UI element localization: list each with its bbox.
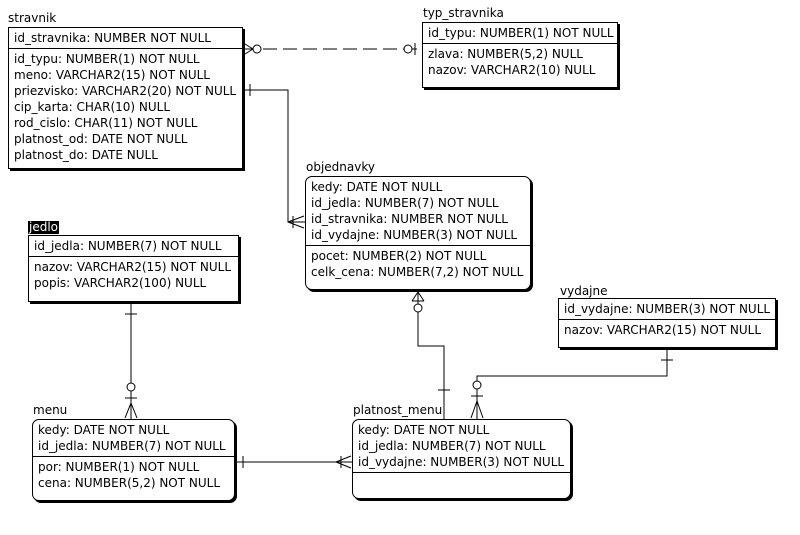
- attribute: id_jedla: NUMBER(7) NOT NULL: [38, 439, 226, 453]
- attribute: cena: NUMBER(5,2) NOT NULL: [38, 476, 221, 490]
- rel-stravnik-objednavky: [243, 84, 305, 229]
- entity-platnost-menu[interactable]: kedy: DATE NOT NULL id_jedla: NUMBER(7) …: [352, 419, 571, 499]
- attribute: rod_cislo: CHAR(11) NOT NULL: [14, 116, 198, 130]
- entity-stravnik[interactable]: id_stravnika: NUMBER NOT NULL id_typu: N…: [8, 27, 243, 169]
- attribute: id_stravnika: NUMBER NOT NULL: [14, 31, 211, 45]
- attribute: id_vydajne: NUMBER(3) NOT NULL: [564, 302, 771, 316]
- attribute: priezvisko: VARCHAR2(20) NOT NULL: [14, 84, 237, 98]
- attribute: nazov: VARCHAR2(15) NOT NULL: [564, 323, 762, 337]
- attribute: platnost_od: DATE NOT NULL: [14, 132, 188, 146]
- attribute: por: NUMBER(1) NOT NULL: [38, 460, 200, 474]
- entity-title-stravnik: stravnik: [8, 11, 57, 25]
- attribute: id_vydajne: NUMBER(3) NOT NULL: [358, 455, 565, 469]
- attribute: kedy: DATE NOT NULL: [38, 423, 170, 437]
- attr-section: zlava: NUMBER(5,2) NULL nazov: VARCHAR2(…: [423, 44, 617, 80]
- attribute: platnost_do: DATE NULL: [14, 148, 158, 162]
- attribute: popis: VARCHAR2(100) NULL: [34, 276, 207, 290]
- attribute: nazov: VARCHAR2(10) NULL: [428, 63, 596, 77]
- entity-title-vydajne: vydajne: [560, 284, 608, 298]
- attribute: id_jedla: NUMBER(7) NOT NULL: [34, 239, 222, 253]
- rel-typ-stravnika-stravnik: [243, 43, 422, 55]
- attribute: nazov: VARCHAR2(15) NOT NULL: [34, 260, 232, 274]
- attribute: cip_karta: CHAR(10) NULL: [14, 100, 171, 114]
- attribute: id_jedla: NUMBER(7) NOT NULL: [311, 196, 499, 210]
- rel-jedlo-menu: [124, 302, 138, 419]
- attribute: id_vydajne: NUMBER(3) NOT NULL: [311, 228, 518, 242]
- rel-objednavky-platnost-menu: [411, 290, 450, 419]
- entity-vydajne[interactable]: id_vydajne: NUMBER(3) NOT NULL nazov: VA…: [558, 298, 776, 348]
- entity-title-objednavky: objednavky: [306, 160, 375, 174]
- attr-section: nazov: VARCHAR2(15) NOT NULL: [559, 320, 775, 340]
- pk-section: id_typu: NUMBER(1) NOT NULL: [423, 23, 617, 44]
- attribute: zlava: NUMBER(5,2) NULL: [428, 47, 583, 61]
- attribute: id_stravnika: NUMBER NOT NULL: [311, 212, 508, 226]
- attr-section: nazov: VARCHAR2(15) NOT NULL popis: VARC…: [29, 257, 238, 293]
- attribute: pocet: NUMBER(2) NOT NULL: [311, 249, 487, 263]
- attribute: id_typu: NUMBER(1) NOT NULL: [428, 26, 614, 40]
- pk-section: kedy: DATE NOT NULL id_jedla: NUMBER(7) …: [33, 420, 234, 457]
- pk-section: id_jedla: NUMBER(7) NOT NULL: [29, 236, 238, 257]
- attribute: id_typu: NUMBER(1) NOT NULL: [14, 52, 200, 66]
- attr-section: por: NUMBER(1) NOT NULL cena: NUMBER(5,2…: [33, 457, 234, 493]
- entity-title-typ-stravnika: typ_stravnika: [423, 6, 504, 20]
- attribute: id_jedla: NUMBER(7) NOT NULL: [358, 439, 546, 453]
- attribute: celk_cena: NUMBER(7,2) NOT NULL: [311, 265, 524, 279]
- entity-objednavky[interactable]: kedy: DATE NOT NULL id_jedla: NUMBER(7) …: [305, 176, 531, 290]
- rel-menu-platnost-menu: [235, 455, 352, 469]
- attribute: kedy: DATE NOT NULL: [311, 180, 443, 194]
- entity-typ-stravnika[interactable]: id_typu: NUMBER(1) NOT NULL zlava: NUMBE…: [422, 22, 618, 88]
- entity-menu[interactable]: kedy: DATE NOT NULL id_jedla: NUMBER(7) …: [32, 419, 235, 501]
- pk-section: id_stravnika: NUMBER NOT NULL: [9, 28, 242, 49]
- attribute: kedy: DATE NOT NULL: [358, 423, 490, 437]
- entity-title-jedlo: jedlo: [28, 220, 60, 234]
- attr-section: pocet: NUMBER(2) NOT NULL celk_cena: NUM…: [306, 246, 530, 282]
- attribute: meno: VARCHAR2(15) NOT NULL: [14, 68, 210, 82]
- rel-vydajne-platnost-menu: [470, 348, 673, 419]
- entity-title-menu: menu: [33, 403, 68, 417]
- pk-section: id_vydajne: NUMBER(3) NOT NULL: [559, 299, 775, 320]
- attr-section: id_typu: NUMBER(1) NOT NULL meno: VARCHA…: [9, 49, 242, 165]
- entity-jedlo[interactable]: id_jedla: NUMBER(7) NOT NULL nazov: VARC…: [28, 235, 239, 302]
- entity-title-platnost-menu: platnost_menu: [353, 403, 443, 417]
- pk-section: kedy: DATE NOT NULL id_jedla: NUMBER(7) …: [306, 177, 530, 246]
- pk-section: kedy: DATE NOT NULL id_jedla: NUMBER(7) …: [353, 420, 570, 473]
